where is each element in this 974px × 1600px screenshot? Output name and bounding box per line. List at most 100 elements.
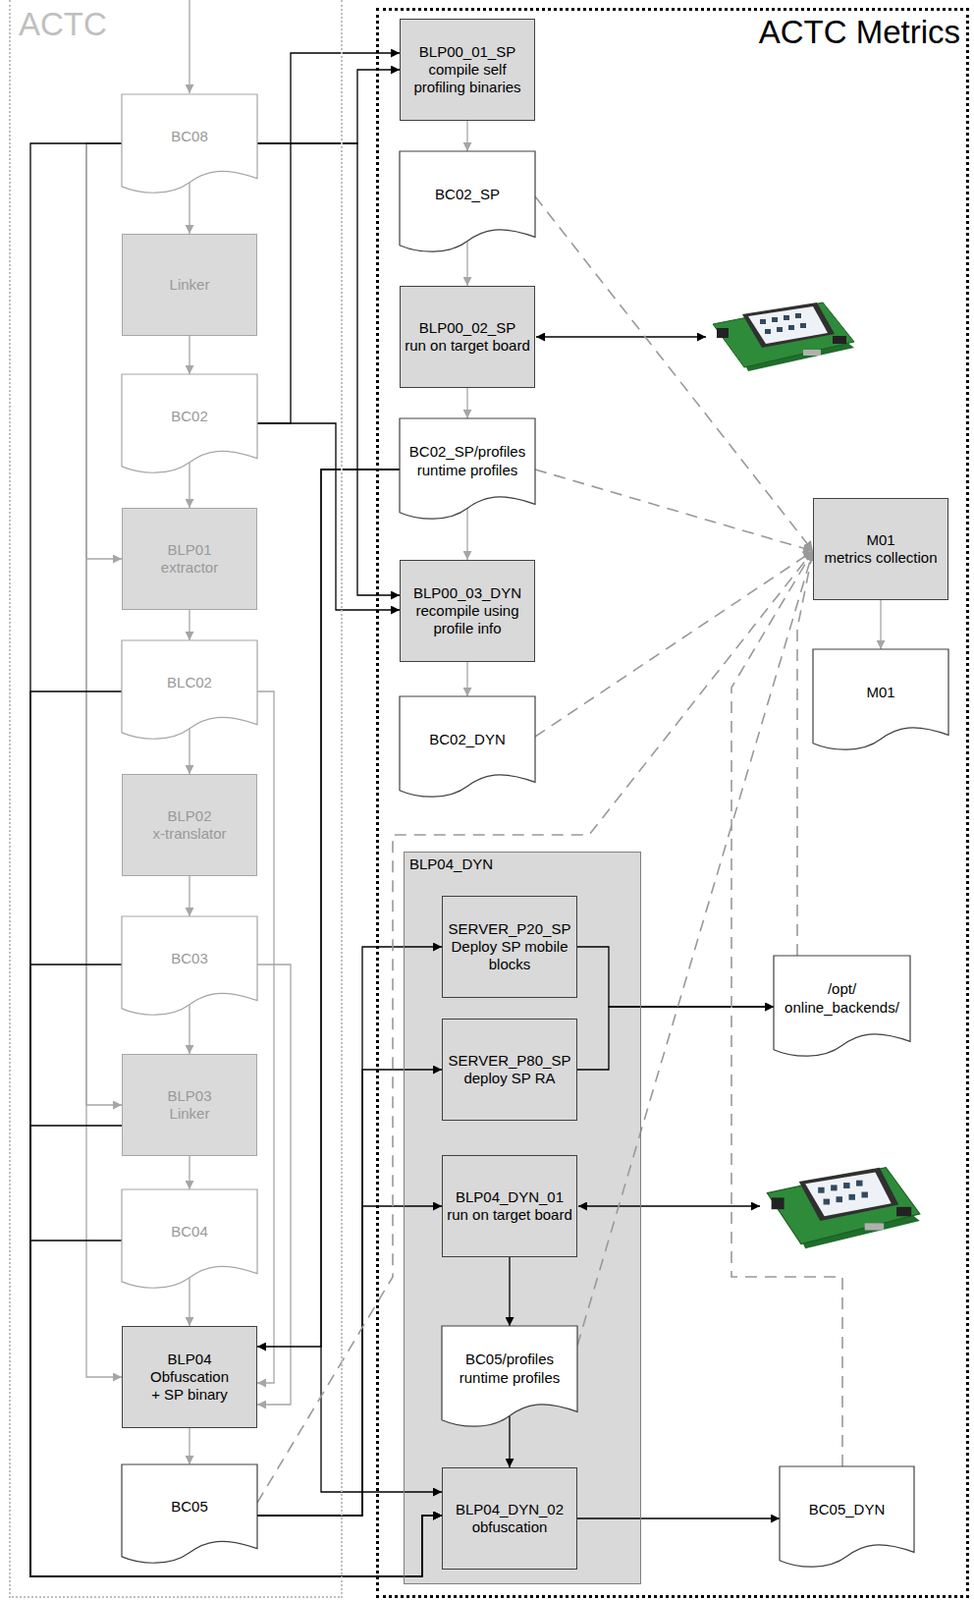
connector [30,143,442,1576]
document-shape: BC04 [121,1189,258,1290]
document-shape: BC05_DYN [779,1465,915,1569]
node-label: obfuscation [472,1517,548,1536]
group-box: BLP04_DYN SERVER_P20_SPDeploy SP mobile b… [403,851,642,1584]
process-box: SERVER_P20_SPDeploy SP mobile blocks [441,895,578,998]
node-label: Linker [169,1104,211,1123]
node-label: recompile using profile info [403,601,532,639]
process-box: BLP03Linker [121,1053,258,1156]
connector [257,946,442,1516]
connector [466,508,468,561]
document-outline [441,1325,578,1426]
process-box: Linker [121,233,258,336]
connector [508,1256,510,1326]
node-label: Linker [169,275,211,294]
target-board [766,1167,920,1249]
document-outline [773,955,911,1056]
connector [86,143,122,559]
connector [257,1069,442,1516]
group-fills [403,851,642,1584]
process-box: BLP02x-translator [121,773,258,876]
document-body: BC05_DYN [779,1465,915,1552]
connector [188,1155,190,1190]
node-label: BC05/profiles [465,1350,554,1368]
node-label: Deploy SP mobile blocks [445,937,574,974]
document-body: BC03 [121,916,258,1001]
document-outline [121,916,258,1015]
region: ACTCBC08LinkerBC02BLP01extractorBLC02BLP… [8,0,343,1598]
document-body: M01 [812,649,949,735]
connector [188,1004,190,1054]
metrics-link [577,550,813,1346]
connector [188,728,190,774]
connector [86,143,122,1377]
node-label: runtime profiles [417,461,519,480]
document-shape: BC02 [121,374,258,475]
document-outline [121,916,258,1017]
node-label: BC02_SP/profiles [409,442,526,461]
metrics-link [535,469,813,551]
node-label: Obfuscation + SP binary [145,1367,234,1405]
connector [508,1415,510,1468]
connector [466,387,468,419]
connector [466,661,468,697]
node-label: BC02_DYN [429,730,506,749]
node-label: SERVER_P80_SP [448,1051,572,1070]
node-label: metrics collection [823,548,937,567]
node-label: BC03 [170,949,209,968]
document-outline [399,151,536,254]
document-body: BC02 [121,374,258,459]
input-arrow [188,0,190,94]
region: ACTC MetricsBLP00_01_SPcompile self prof… [376,7,970,1598]
node-label: BLP02 [166,807,212,825]
document-outline [812,649,949,750]
document-outline [121,1189,258,1290]
document-body: BC04 [121,1189,258,1274]
document-body: BC05/profilesruntime profiles [441,1325,578,1411]
node-label: BLP03 [166,1086,212,1105]
connector [30,964,442,1576]
node-label: BLC02 [166,673,213,692]
group-title: BLP04_DYN [409,855,636,873]
connector [466,120,468,152]
connector [188,182,190,234]
board-link [536,335,706,337]
node-label: BLP04_DYN_02 [455,1500,564,1518]
document-outline [121,94,258,195]
node-label: BLP04 [166,1350,212,1368]
process-box: BLP00_01_SPcompile self profiling binari… [399,18,536,121]
node-label: BC04 [170,1222,209,1241]
node-label: run on target board [404,336,531,355]
connector [257,691,274,1383]
document-body: BC02_DYN [399,696,536,782]
node-label: M01 [865,531,895,549]
connector [188,335,190,375]
node-label: M01 [865,683,895,702]
document-body: /opt/ online_backends/ [773,955,911,1041]
target-board [712,302,855,372]
document-body: BC02_SP/profilesruntime profiles [399,418,536,504]
connector [30,1240,442,1576]
document-outline [779,1465,915,1567]
document-shape: BC05/profilesruntime profiles [441,1325,578,1428]
connector [879,599,881,650]
node-label: SERVER_P20_SP [448,919,572,938]
document-outline [121,1463,258,1563]
process-box: BLP00_03_DYNrecompile using profile info [399,559,536,662]
node-label: /opt/ online_backends/ [776,979,908,1017]
node-label: BLP01 [166,541,212,559]
document-outline [812,649,949,752]
document-outline [121,640,258,741]
connector [86,143,122,1105]
node-label: compile self profiling binaries [403,60,532,98]
document-shape: M01 [812,649,949,752]
process-box: BLP01extractor [121,507,258,610]
document-outline [399,696,536,797]
metrics-link [535,550,813,737]
process-box: BLP00_02_SPrun on target board [399,285,536,388]
document-shape: BC03 [121,916,258,1017]
node-label: BC08 [170,127,209,146]
connector [30,691,442,1576]
document-body: BC08 [121,94,258,179]
process-box: BLP04_DYN_02obfuscation [441,1466,578,1570]
node-label: deploy SP RA [463,1069,555,1087]
